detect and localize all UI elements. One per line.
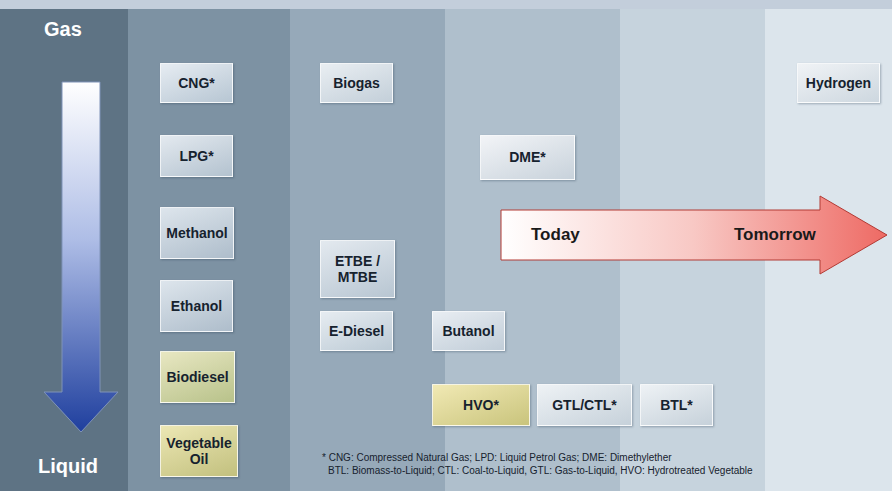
footnote: BTL: Biomass-to-Liquid; CTL: Coal-to-Liq… xyxy=(328,465,753,476)
fuel-tile: Ethanol xyxy=(160,280,233,332)
band xyxy=(0,0,128,491)
fuel-name: ETBE / MTBE xyxy=(325,253,390,285)
fuel-name: Methanol xyxy=(166,225,227,241)
fuel-tile: HVO* xyxy=(432,384,530,426)
fuel-name: CNG* xyxy=(178,75,215,91)
fuel-tile: GTL/CTL* xyxy=(537,384,632,426)
fuel-tile: DME* xyxy=(480,135,575,180)
fuel-tile: LPG* xyxy=(160,135,233,177)
fuel-tile: Biodiesel xyxy=(160,351,235,403)
footnote: * CNG: Compressed Natural Gas; LPD: Liqu… xyxy=(322,452,672,463)
fuel-name: Butanol xyxy=(442,323,494,339)
axis-label: Liquid xyxy=(38,455,98,478)
gas-liquid-arrow xyxy=(44,82,118,432)
fuel-name: E-Diesel xyxy=(329,323,384,339)
fuel-tile: Butanol xyxy=(432,311,505,351)
fuel-name: HVO* xyxy=(463,397,499,413)
timeline-label: Today xyxy=(531,225,580,245)
fuel-tile: ETBE / MTBE xyxy=(320,240,395,298)
fuel-tile: Biogas xyxy=(320,63,393,103)
fuel-name: BTL* xyxy=(660,397,693,413)
fuel-name: DME* xyxy=(509,149,546,165)
fuel-tile: CNG* xyxy=(160,63,233,103)
band xyxy=(290,0,445,491)
fuel-tile: E-Diesel xyxy=(320,311,393,351)
top-strip xyxy=(0,0,892,9)
band xyxy=(128,0,290,491)
fuel-tile: BTL* xyxy=(640,384,713,426)
fuel-tile: Methanol xyxy=(160,207,234,259)
fuel-name: Vegetable Oil xyxy=(165,435,233,467)
fuel-tile: Hydrogen xyxy=(797,63,880,103)
fuel-name: Biogas xyxy=(333,75,380,91)
fuel-name: Biodiesel xyxy=(166,369,228,385)
fuel-name: Ethanol xyxy=(171,298,222,314)
fuel-tile: Vegetable Oil xyxy=(160,425,238,477)
fuel-name: Hydrogen xyxy=(806,75,871,91)
fuel-name: LPG* xyxy=(179,148,213,164)
timeline-label: Tomorrow xyxy=(734,225,816,245)
arrow-outline xyxy=(501,196,887,274)
fuel-name: GTL/CTL* xyxy=(552,397,617,413)
axis-label: Gas xyxy=(44,18,82,41)
timeline-arrow: Today Tomorrow xyxy=(500,195,888,275)
